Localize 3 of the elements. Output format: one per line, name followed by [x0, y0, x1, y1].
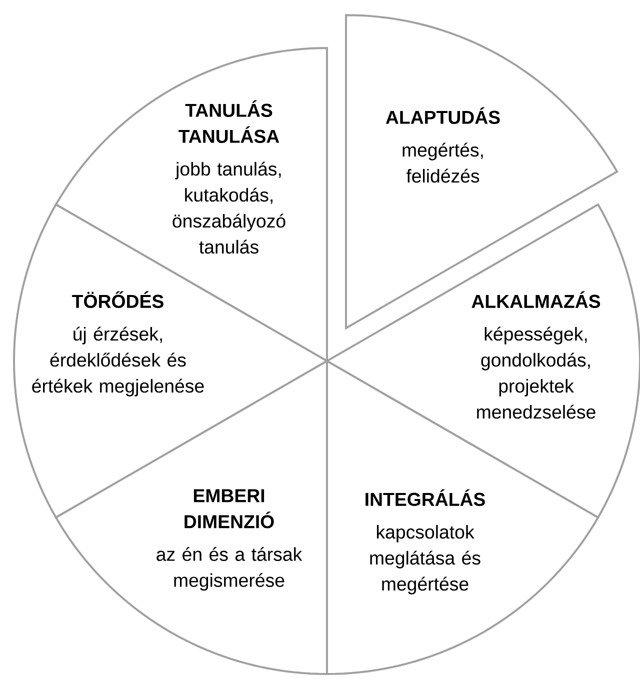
node-label: INTEGRÁLÁS	[366, 489, 485, 506]
node-label: kapcsolatok meglátása és megértése	[370, 524, 480, 594]
node-label: az én és a társak megismerése	[156, 547, 302, 591]
